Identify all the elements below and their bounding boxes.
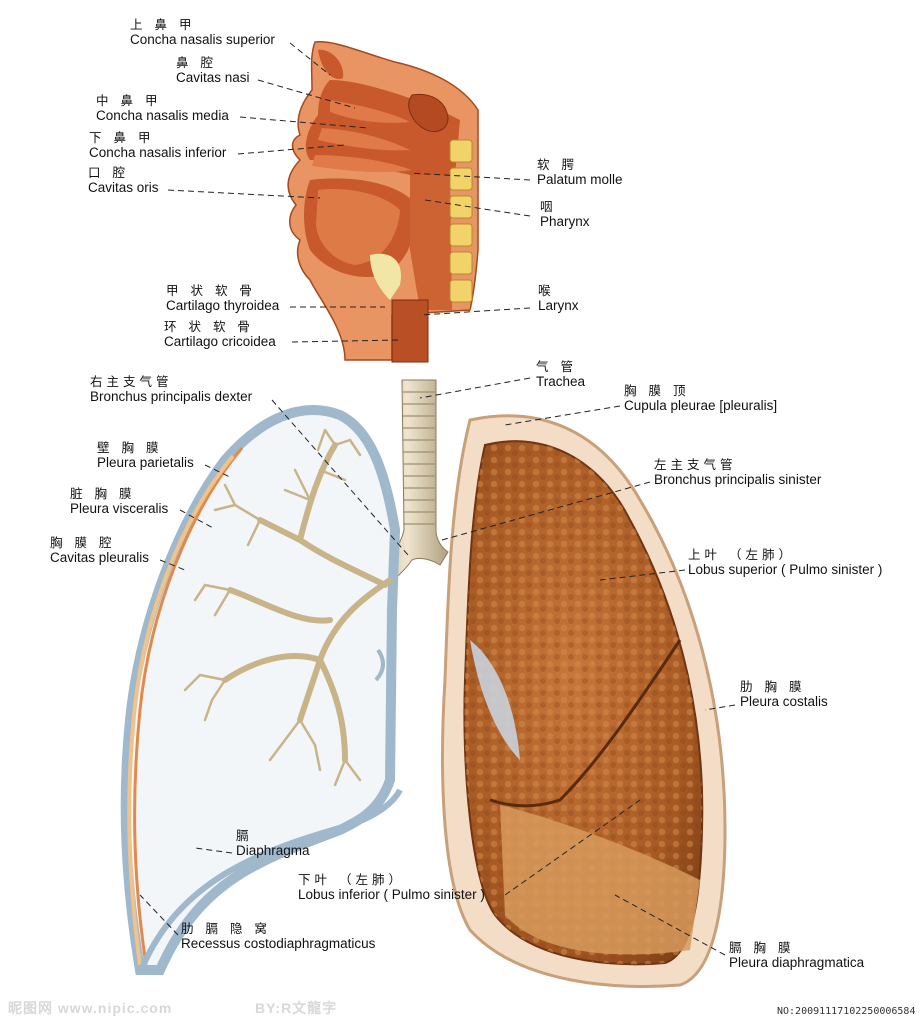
label-palatum-molle: 软 腭 Palatum molle — [537, 157, 623, 188]
label-zh: 甲 状 软 骨 — [166, 283, 256, 298]
label-zh: 口 腔 — [88, 165, 129, 180]
label-latin: Lobus superior ( Pulmo sinister ) — [688, 562, 883, 578]
label-latin: Concha nasalis inferior — [89, 145, 227, 161]
label-latin: Trachea — [536, 374, 586, 390]
label-zh: 肋 膈 隐 窝 — [181, 921, 271, 936]
label-pleura-diaphragmatica: 膈 胸 膜 Pleura diaphragmatica — [729, 940, 865, 971]
label-zh: 膈 — [236, 828, 253, 843]
label-latin: Bronchus principalis dexter — [90, 389, 253, 405]
label-concha-nasalis-inferior: 下 鼻 甲 Concha nasalis inferior — [89, 130, 227, 161]
label-zh: 右主支气管 — [90, 374, 173, 389]
label-zh: 咽 — [540, 199, 557, 214]
label-latin: Cupula pleurae [pleuralis] — [624, 398, 778, 414]
label-lobus-inferior: 下叶 （左肺） Lobus inferior ( Pulmo sinister … — [298, 872, 485, 903]
label-lobus-superior: 上叶 （左肺） Lobus superior ( Pulmo sinister … — [688, 547, 883, 578]
label-latin: Pleura costalis — [740, 694, 828, 710]
label-latin: Cavitas oris — [88, 180, 159, 196]
label-pleura-costalis: 肋 胸 膜 Pleura costalis — [740, 679, 828, 710]
label-pleura-visceralis: 脏 胸 膜 Pleura visceralis — [70, 486, 169, 517]
label-diaphragma: 膈 Diaphragma — [236, 828, 310, 859]
label-recessus-costodiaphragmaticus: 肋 膈 隐 窝 Recessus costodiaphragmaticus — [181, 921, 376, 952]
label-cartilago-cricoidea: 环 状 软 骨 Cartilago cricoidea — [164, 319, 276, 350]
label-latin: Pleura visceralis — [70, 501, 169, 517]
label-trachea: 气 管 Trachea — [536, 359, 586, 390]
label-zh: 中 鼻 甲 — [96, 93, 162, 108]
label-latin: Cartilago thyroidea — [166, 298, 280, 314]
label-pharynx: 咽 Pharynx — [540, 199, 590, 230]
left-lung — [441, 414, 727, 988]
label-cartilago-thyroidea: 甲 状 软 骨 Cartilago thyroidea — [166, 283, 280, 314]
label-zh: 胸 膜 顶 — [624, 383, 690, 398]
label-cavitas-oris: 口 腔 Cavitas oris — [88, 165, 159, 196]
watermark-site: 昵图网 www.nipic.com — [8, 1000, 173, 1016]
label-bronchus-principalis-dexter: 右主支气管 Bronchus principalis dexter — [90, 374, 253, 405]
label-bronchus-principalis-sinister: 左主支气管 Bronchus principalis sinister — [654, 457, 822, 488]
leader-lines — [139, 42, 736, 956]
label-zh: 上叶 （左肺） — [688, 547, 795, 562]
label-concha-nasalis-superior: 上 鼻 甲 Concha nasalis superior — [130, 17, 275, 48]
label-pleura-parietalis: 壁 胸 膜 Pleura parietalis — [97, 440, 194, 471]
label-latin: Concha nasalis media — [96, 108, 229, 124]
label-latin: Larynx — [538, 298, 579, 314]
label-zh: 左主支气管 — [654, 457, 737, 472]
label-latin: Lobus inferior ( Pulmo sinister ) — [298, 887, 485, 903]
label-cupula-pleurae: 胸 膜 顶 Cupula pleurae [pleuralis] — [624, 383, 778, 414]
label-latin: Diaphragma — [236, 843, 310, 859]
label-latin: Palatum molle — [537, 172, 623, 188]
label-zh: 下 鼻 甲 — [89, 130, 155, 145]
label-zh: 环 状 软 骨 — [164, 319, 254, 334]
label-zh: 肋 胸 膜 — [740, 679, 806, 694]
label-zh: 下叶 （左肺） — [298, 872, 405, 887]
label-latin: Pleura diaphragmatica — [729, 955, 865, 971]
label-latin: Cavitas nasi — [176, 70, 250, 86]
label-latin: Concha nasalis superior — [130, 32, 275, 48]
label-zh: 胸 膜 腔 — [50, 535, 116, 550]
label-latin: Cavitas pleuralis — [50, 550, 150, 566]
label-latin: Pleura parietalis — [97, 455, 194, 471]
label-cavitas-pleuralis: 胸 膜 腔 Cavitas pleuralis — [50, 535, 150, 566]
label-zh: 气 管 — [536, 359, 577, 374]
label-latin: Recessus costodiaphragmaticus — [181, 936, 376, 952]
label-cavitas-nasi: 鼻 腔 Cavitas nasi — [176, 55, 250, 86]
diaphragm-line — [139, 788, 403, 970]
label-zh: 脏 胸 膜 — [70, 486, 136, 501]
label-zh: 上 鼻 甲 — [130, 17, 196, 32]
label-zh: 膈 胸 膜 — [729, 940, 795, 955]
label-zh: 鼻 腔 — [176, 55, 217, 70]
label-latin: Cartilago cricoidea — [164, 334, 276, 350]
label-latin: Pharynx — [540, 214, 590, 230]
label-zh: 软 腭 — [537, 157, 578, 172]
label-zh: 喉 — [538, 283, 555, 298]
watermark-author: BY:R文龍字 — [255, 1000, 338, 1016]
head-section — [287, 41, 479, 363]
bronchial-tree — [222, 442, 393, 763]
label-zh: 壁 胸 膜 — [97, 440, 163, 455]
label-concha-nasalis-media: 中 鼻 甲 Concha nasalis media — [96, 93, 229, 124]
watermark-id: NO:20091117102250006584 — [777, 1006, 916, 1017]
label-latin: Bronchus principalis sinister — [654, 472, 822, 488]
label-larynx: 喉 Larynx — [538, 283, 579, 314]
